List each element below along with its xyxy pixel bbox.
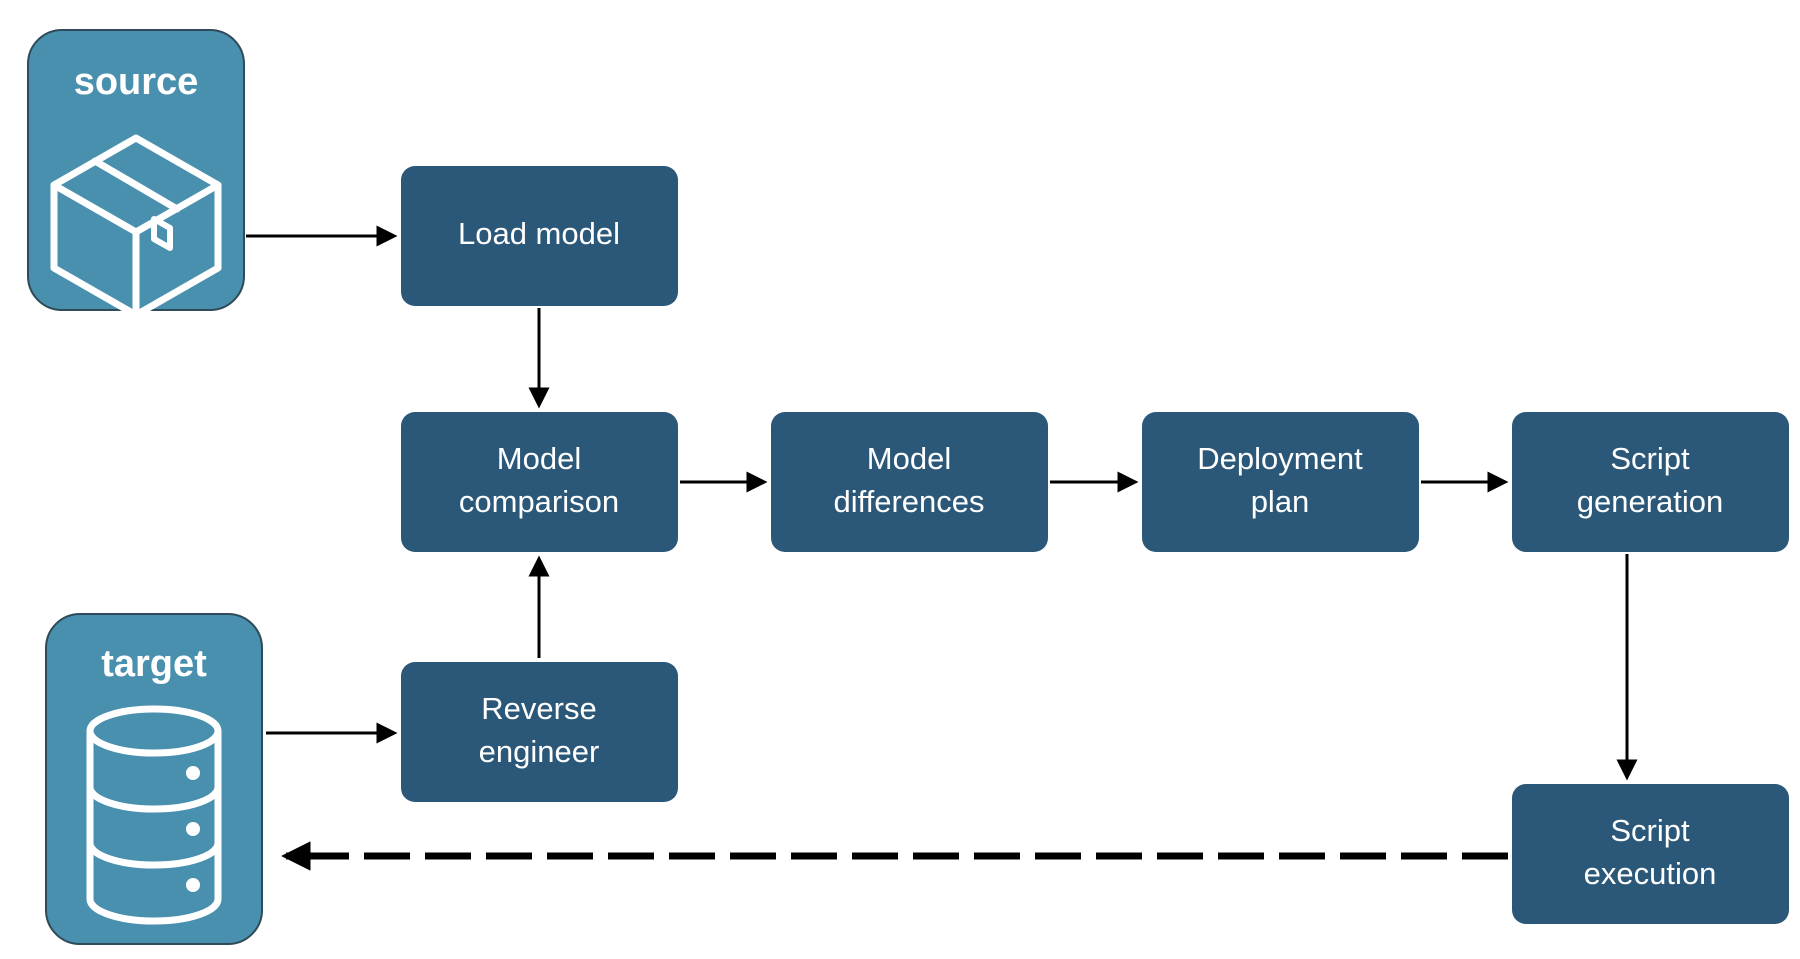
database-dot-1 bbox=[186, 766, 200, 780]
model-differences-label-line-2: differences bbox=[833, 484, 984, 519]
model-comparison-label-line-1: Model bbox=[497, 441, 581, 476]
source-title: source bbox=[74, 61, 199, 103]
load-model-box bbox=[401, 166, 678, 306]
reverse-engineer-label-line-2: engineer bbox=[479, 734, 600, 769]
node-reverse-engineer[interactable]: Reverse engineer bbox=[401, 662, 678, 802]
package-box-icon bbox=[50, 134, 222, 319]
script-generation-label-line-2: generation bbox=[1577, 484, 1724, 519]
model-differences-label-line-1: Model bbox=[867, 441, 951, 476]
connector-layer bbox=[246, 225, 1638, 871]
database-dot-3 bbox=[186, 878, 200, 892]
reverse-engineer-label-line-1: Reverse bbox=[481, 691, 596, 726]
database-cylinder-icon bbox=[86, 705, 222, 925]
node-deployment-plan[interactable]: Deployment plan bbox=[1142, 412, 1419, 552]
target-title: target bbox=[101, 643, 207, 685]
model-differences-box bbox=[771, 412, 1048, 552]
script-generation-box bbox=[1512, 412, 1789, 552]
script-generation-label-line-1: Script bbox=[1610, 441, 1690, 476]
script-execution-label-line-1: Script bbox=[1610, 813, 1690, 848]
deployment-plan-box bbox=[1142, 412, 1419, 552]
node-load-model[interactable]: Load model bbox=[401, 166, 678, 306]
target-panel bbox=[45, 613, 263, 945]
database-dot-2 bbox=[186, 822, 200, 836]
node-model-comparison[interactable]: Model comparison bbox=[401, 412, 678, 552]
reverse-engineer-box bbox=[401, 662, 678, 802]
deployment-plan-label-line-1: Deployment bbox=[1197, 441, 1363, 476]
endpoint-target[interactable]: target bbox=[45, 613, 263, 945]
endpoint-source[interactable]: source bbox=[27, 29, 245, 319]
node-model-differences[interactable]: Model differences bbox=[771, 412, 1048, 552]
script-execution-label-line-2: execution bbox=[1584, 856, 1717, 891]
node-script-execution[interactable]: Script execution bbox=[1512, 784, 1789, 924]
script-execution-box bbox=[1512, 784, 1789, 924]
load-model-label-line-1: Load model bbox=[458, 216, 620, 251]
deployment-plan-label-line-2: plan bbox=[1251, 484, 1310, 519]
model-comparison-label-line-2: comparison bbox=[459, 484, 619, 519]
node-script-generation[interactable]: Script generation bbox=[1512, 412, 1789, 552]
model-comparison-box bbox=[401, 412, 678, 552]
